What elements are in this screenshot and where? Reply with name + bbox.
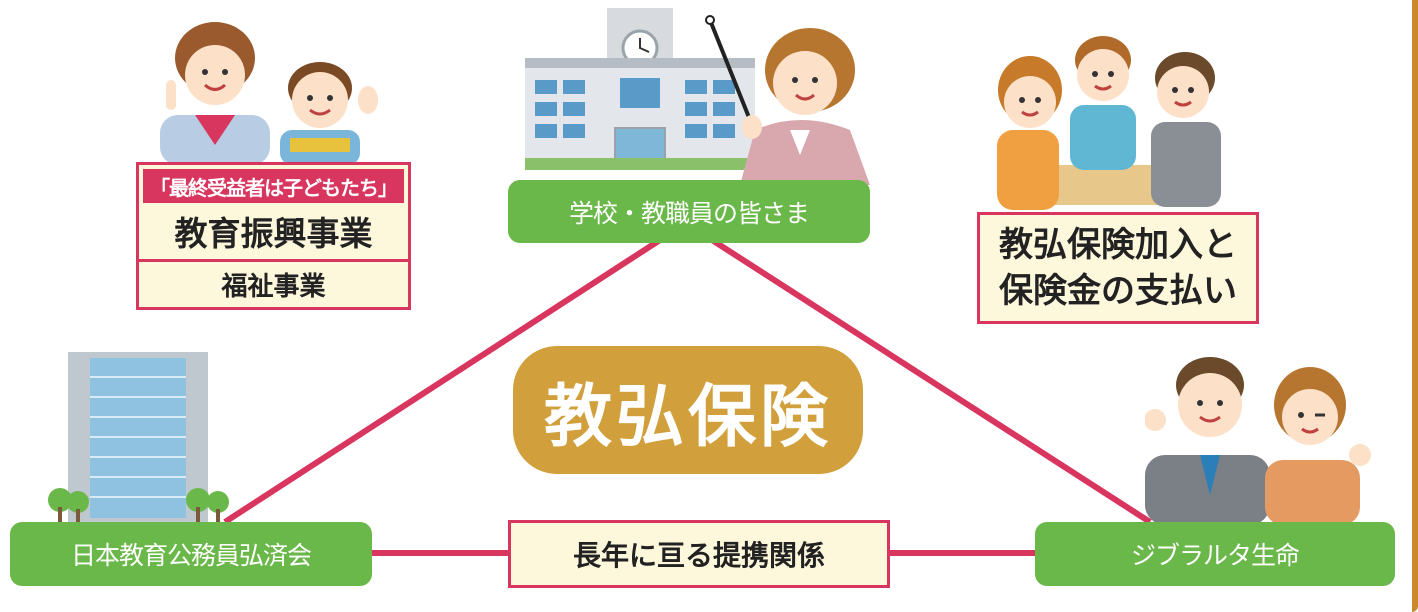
school-node-label: 学校・教職員の皆さま — [568, 198, 810, 228]
foundation-node-label: 日本教育公務員弘済会 — [70, 541, 312, 570]
line-school-insurer — [710, 237, 1152, 525]
children-illustration — [160, 22, 378, 165]
partnership-label: 長年に亘る提携関係 — [572, 539, 825, 572]
insurance-box: 教弘保険加入と 保険金の支払い — [977, 212, 1259, 324]
line-foundation-school — [223, 237, 662, 525]
frame-edge — [1412, 0, 1418, 612]
school-building-illustration — [525, 8, 755, 170]
business-couple-illustration — [1145, 357, 1371, 525]
foundation-node: 日本教育公務員弘済会 — [10, 522, 372, 586]
beneficiary-tag: 「最終受益者は子どもたち」 — [143, 169, 404, 203]
divider — [139, 259, 408, 262]
education-promotion-label: 教育振興事業 — [174, 214, 373, 253]
partnership-box: 長年に亘る提携関係 — [508, 520, 890, 588]
insurer-node-label: ジブラルタ生命 — [1130, 541, 1300, 570]
office-building-illustration — [48, 352, 229, 522]
school-node: 学校・教職員の皆さま — [508, 180, 870, 243]
insurer-node: ジブラルタ生命 — [1035, 522, 1395, 586]
teacher-illustration — [705, 15, 870, 185]
insurance-line-2: 保険金の支払い — [999, 271, 1237, 311]
welfare-label: 福祉事業 — [221, 272, 326, 302]
kyoko-insurance-badge: 教弘保険 — [513, 346, 863, 474]
education-programs-box: 「最終受益者は子どもたち」 教育振興事業 福祉事業 — [136, 162, 411, 310]
insurance-line-1: 教弘保険加入と — [999, 225, 1237, 265]
meeting-illustration — [997, 36, 1221, 210]
center-label: 教弘保険 — [543, 377, 832, 457]
